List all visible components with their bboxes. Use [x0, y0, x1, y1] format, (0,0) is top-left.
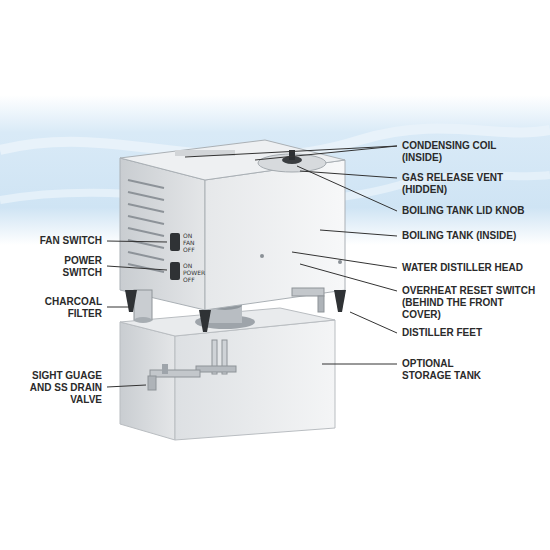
part-label: FAN SWITCH — [22, 235, 102, 247]
switch-marking: POWER — [183, 269, 205, 276]
part-label: SIGHT GUAGE AND SS DRAIN VALVE — [22, 370, 102, 406]
part-label: CONDENSING COIL (INSIDE) — [402, 140, 514, 164]
part-label: BOILING TANK LID KNOB — [402, 205, 542, 217]
part-label: BOILING TANK (INSIDE) — [402, 230, 542, 242]
part-label: POWER SWITCH — [32, 255, 102, 279]
switch-marking: OFF — [183, 276, 205, 283]
part-label: DISTILLER FEET — [402, 327, 542, 339]
part-label: OPTIONAL STORAGE TANK — [402, 358, 502, 382]
part-label: CHARCOAL FILTER — [32, 296, 102, 320]
part-label: OVERHEAT RESET SWITCH (BEHIND THE FRONT … — [402, 285, 542, 321]
part-label: WATER DISTILLER HEAD — [402, 262, 542, 274]
part-label: GAS RELEASE VENT (HIDDEN) — [402, 172, 514, 196]
switch-marking: ON — [183, 262, 205, 269]
switch-marking: FAN — [183, 239, 205, 246]
switch-marking: ON — [183, 232, 205, 239]
switch-marking: OFF — [183, 246, 205, 253]
